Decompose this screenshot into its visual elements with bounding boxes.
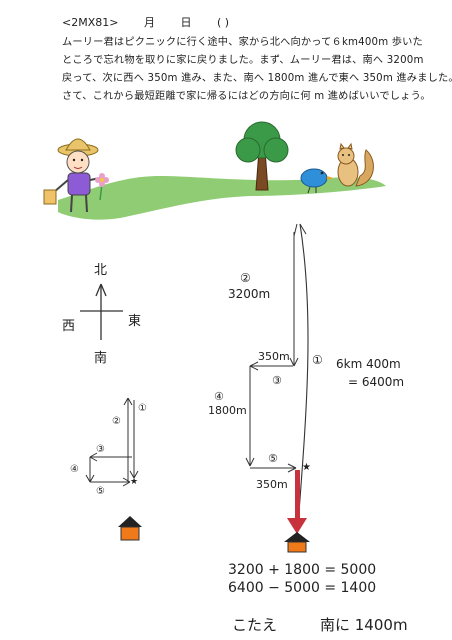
compass-south: 南 <box>94 350 107 366</box>
big-value-3: 350m <box>258 350 290 363</box>
big-value-1a: 6km 400m <box>336 357 401 371</box>
problem-line: 戻って、次に西へ 350m 進み、また、南へ 1800m 進んで東へ 350m … <box>62 73 452 84</box>
answer-label: こたえ <box>232 616 277 634</box>
picnic-illustration <box>43 121 386 220</box>
big-label-1: ① <box>312 353 323 367</box>
problem-line: ムーリー君はピクニックに行く途中、家から北へ向かって６km400m 歩いた <box>62 37 423 48</box>
problem-text: ムーリー君はピクニックに行く途中、家から北へ向かって６km400m 歩いた とこ… <box>62 34 452 106</box>
worksheet-code: <2MX81> <box>62 16 119 29</box>
small-house-icon <box>118 516 142 541</box>
bird-icon <box>300 168 333 194</box>
big-label-3: ③ <box>272 374 282 387</box>
answer-arrow <box>287 470 307 534</box>
squirrel-icon <box>337 142 374 187</box>
big-label-4: ④ <box>214 390 224 403</box>
flower-icon <box>95 173 109 201</box>
big-value-5: 350m <box>256 478 288 491</box>
big-value-2: 3200m <box>228 287 270 301</box>
boy-figure <box>43 138 101 213</box>
big-house-icon <box>284 532 310 553</box>
big-value-1b: = 6400m <box>348 375 404 389</box>
weekday-label: ( ) <box>216 16 230 29</box>
small-route-diagram: ★ ① ② ③ ④ ⑤ <box>70 397 147 497</box>
big-label-5: ⑤ <box>268 452 278 465</box>
small-label-5: ⑤ <box>96 486 105 497</box>
day-label: 日 <box>180 16 192 29</box>
big-label-2: ② <box>240 271 251 285</box>
compass-rose: 北 西 東 南 <box>62 263 141 366</box>
compass-west: 西 <box>62 319 75 334</box>
small-label-3: ③ <box>96 444 105 455</box>
small-label-2: ② <box>112 416 121 427</box>
work-line-1: 3200 + 1800 = 5000 <box>228 562 376 578</box>
problem-line: さて、これから最短距離で家に帰るにはどの方向に何 m 進めばいいでしょう。 <box>62 91 431 102</box>
tree-icon <box>235 121 289 191</box>
big-value-4: 1800m <box>208 404 247 417</box>
small-label-4: ④ <box>70 464 79 475</box>
compass-north: 北 <box>94 263 107 278</box>
big-route-diagram <box>245 223 309 539</box>
problem-line: ところで忘れ物を取りに家に戻りました。まず、ムーリー君は、南へ 3200m <box>62 55 424 66</box>
star-marker: ★ <box>130 477 138 487</box>
compass-east: 東 <box>128 313 141 329</box>
star-marker: ★ <box>302 462 311 473</box>
month-label: 月 <box>143 16 155 29</box>
answer-text: 南に 1400m <box>320 616 408 634</box>
worksheet-header: <2MX81> 月 日 ( ) <box>62 14 251 30</box>
small-label-1: ① <box>138 403 147 414</box>
grass-path <box>58 176 386 220</box>
work-line-2: 6400 − 5000 = 1400 <box>228 580 376 596</box>
